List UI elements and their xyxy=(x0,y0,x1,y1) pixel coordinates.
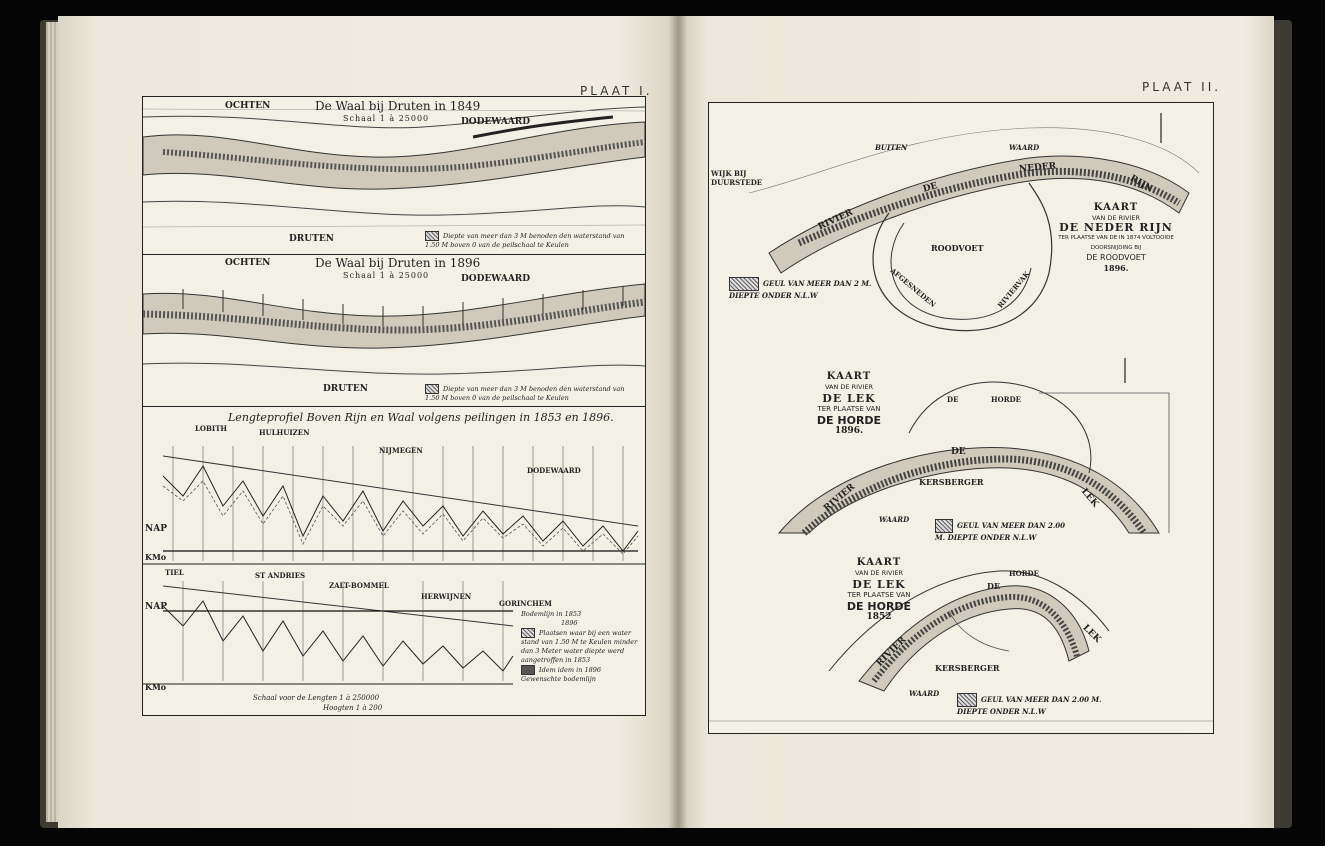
map-waal-1896: OCHTEN De Waal bij Druten in 1896 Schaal… xyxy=(143,254,645,407)
place-gorinchem: GORINCHEM xyxy=(499,599,552,608)
map-horde-1852-title: KAART VAN DE RIVIER DE LEK TER PLAATSE V… xyxy=(846,557,912,622)
legend-item: Gewenschte bodemlijn xyxy=(521,675,596,683)
place-ochten-1849: OCHTEN xyxy=(225,101,271,111)
legend-swatch-icon xyxy=(425,231,439,241)
plate-label-ii: PLAAT II. xyxy=(1142,80,1222,94)
place-herwijnen: HERWIJNEN xyxy=(421,592,472,601)
place-dodewaard-1896: DODEWAARD xyxy=(461,274,531,284)
place-waard-1896: WAARD xyxy=(879,515,910,524)
profile-scale-height: Hoogten 1 à 200 xyxy=(323,704,383,712)
map-1896-title: De Waal bij Druten in 1896 xyxy=(315,256,481,270)
map-roodvoet-legend: GEUL VAN MEER DAN 2 M. DIEPTE ONDER N.L.… xyxy=(729,277,872,300)
map-lek-horde-1852: KAART VAN DE RIVIER DE LEK TER PLAATSE V… xyxy=(709,551,1213,733)
place-roodvoet: ROODVOET xyxy=(931,243,984,253)
right-page: PLAAT II. BUITEN WAARD WIJK BIJ DUURSTED… xyxy=(678,16,1274,828)
map-horde-1896-title: KAART VAN DE RIVIER DE LEK TER PLAATSE V… xyxy=(816,371,882,436)
place-kersberger-1896: KERSBERGER xyxy=(919,477,984,487)
place-ochten-1896: OCHTEN xyxy=(225,258,271,268)
river-label-de-1896: DE xyxy=(951,447,966,457)
place-waard-1852: WAARD xyxy=(909,689,940,698)
place-horde-1852: HORDE xyxy=(1009,569,1039,578)
place-st-andries: ST ANDRIES xyxy=(255,571,306,580)
map-1849-legend: Diepte van meer dan 3 M benoden den wate… xyxy=(425,231,625,249)
place-waard-roodvoet: WAARD xyxy=(1009,143,1040,152)
map-1849-title: De Waal bij Druten in 1849 xyxy=(315,99,481,113)
book-gutter xyxy=(668,16,688,828)
place-wijk-bij-duurstede: WIJK BIJ DUURSTEDE xyxy=(711,169,763,187)
legend-swatch-icon xyxy=(425,384,439,394)
plate-ii-frame: BUITEN WAARD WIJK BIJ DUURSTEDE RIVIER D… xyxy=(708,102,1214,734)
place-kersberger-1852: KERSBERGER xyxy=(935,663,1000,673)
legend-swatch-icon xyxy=(935,519,953,533)
map-horde-1852-legend: GEUL VAN MEER DAN 2.00 M. DIEPTE ONDER N… xyxy=(957,693,1102,716)
place-dodewaard-1849: DODEWAARD xyxy=(461,117,531,127)
longitudinal-profile: Lengteprofiel Boven Rijn en Waal volgens… xyxy=(143,406,645,715)
river-label-de-1852: DE xyxy=(987,581,1001,591)
legend-swatch-icon xyxy=(521,628,535,638)
map-1849-scale: Schaal 1 à 25000 xyxy=(343,114,430,123)
km-label-lower: KMo xyxy=(145,682,167,692)
place-hulhuizen: HULHUIZEN xyxy=(259,428,310,437)
legend-item: Bodemlijn in 1853 xyxy=(521,610,582,618)
place-zalt-bommel: ZALT-BOMMEL xyxy=(329,581,389,590)
place-de-top: DE xyxy=(947,395,959,404)
map-1896-legend: Diepte van meer dan 3 M benoden den wate… xyxy=(425,384,625,402)
legend-item: Plaatsen waar bij een water stand van 1.… xyxy=(521,628,638,664)
profile-scale-length: Schaal voor de Lengten 1 à 250000 xyxy=(253,694,380,702)
map-lek-horde-1896: KAART VAN DE RIVIER DE LEK TER PLAATSE V… xyxy=(709,353,1213,543)
place-buiten: BUITEN xyxy=(875,143,908,152)
place-horde: HORDE xyxy=(991,395,1021,404)
place-nijmegen: NIJMEGEN xyxy=(379,446,423,455)
left-page: PLAAT I. OCHTEN De Waal bij Druten in 18… xyxy=(58,16,678,828)
map-waal-1849: OCHTEN De Waal bij Druten in 1849 Schaal… xyxy=(143,97,645,255)
map-neder-rijn-roodvoet: BUITEN WAARD WIJK BIJ DUURSTEDE RIVIER D… xyxy=(709,103,1213,343)
place-tiel: TIEL xyxy=(165,568,184,577)
legend-swatch-icon xyxy=(957,693,977,707)
place-druten-1849: DRUTEN xyxy=(289,234,334,244)
profile-title: Lengteprofiel Boven Rijn en Waal volgens… xyxy=(228,411,614,424)
place-dodewaard-profile: DODEWAARD xyxy=(527,466,581,475)
map-roodvoet-title: KAART VAN DE RIVIER DE NEDER RIJN TER PL… xyxy=(1058,202,1174,274)
map-horde-1896-legend: GEUL VAN MEER DAN 2.00 M. DIEPTE ONDER N… xyxy=(935,519,1065,542)
nap-label-upper: NAP xyxy=(145,524,167,534)
legend-item: Idem idem in 1896 xyxy=(521,665,641,675)
profile-legend: Bodemlijn in 1853 1896 Plaatsen waar bij… xyxy=(521,610,641,684)
map-1896-scale: Schaal 1 à 25000 xyxy=(343,271,430,280)
legend-item: 1896 xyxy=(561,619,578,627)
legend-swatch-icon xyxy=(729,277,759,291)
place-druten-1896: DRUTEN xyxy=(323,384,368,394)
nap-label-lower: NAP xyxy=(145,602,167,612)
legend-swatch-icon xyxy=(521,665,535,675)
plate-label-i: PLAAT I. xyxy=(580,84,653,98)
place-lobith: LOBITH xyxy=(195,424,228,433)
plate-i-frame: OCHTEN De Waal bij Druten in 1849 Schaal… xyxy=(142,96,646,716)
km-label-upper: KMo xyxy=(145,552,167,562)
